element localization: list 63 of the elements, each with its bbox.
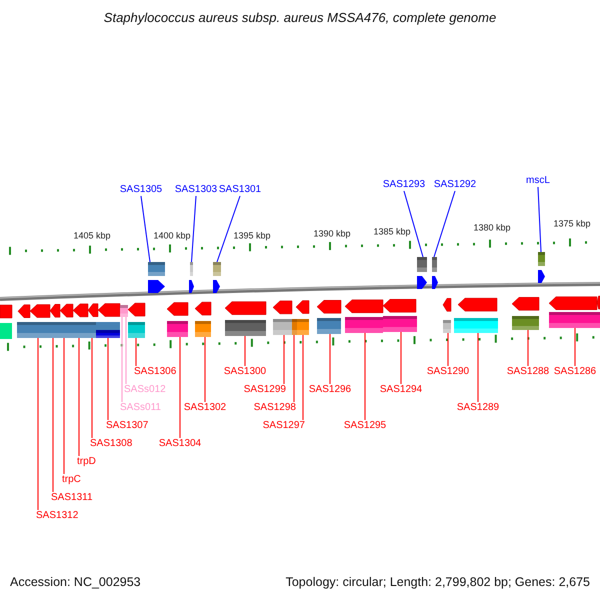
scale-label: 1395 kbp [233, 230, 271, 242]
gene-label: SAS1308 [90, 438, 132, 450]
gene-feature-bar [148, 262, 165, 276]
gene-feature-bar [292, 319, 297, 335]
gene-feature-bar [167, 321, 188, 337]
gene-feature-bar [317, 318, 341, 334]
footer-note: Accession: NC_002953 [10, 575, 141, 590]
gene-label: SAS1306 [134, 366, 176, 378]
gene-label: trpD [77, 456, 96, 468]
gene-feature-bar [84, 322, 96, 338]
gene-label: SAS1298 [254, 402, 296, 414]
gene-label: SAS1292 [434, 179, 476, 191]
gene-label: mscL [526, 175, 550, 187]
footer-note: Topology: circular; Length: 2,799,802 bp; Genes: 2,675 [286, 575, 590, 590]
gene-label: SASs011 [120, 402, 161, 414]
gene-label: trpC [62, 474, 81, 486]
gene-feature-bar [213, 262, 221, 276]
gene-label: SAS1294 [380, 384, 422, 396]
gene-feature-bar [195, 321, 211, 337]
gene-feature-bar [538, 252, 545, 266]
gene-feature-bar [124, 305, 128, 317]
gene-label: SAS1303 [174, 184, 218, 196]
gene-label: SAS1295 [344, 420, 386, 432]
gene-label: SAS1299 [244, 384, 286, 396]
gene-label: SAS1286 [554, 366, 596, 378]
gene-label: SAS1297 [262, 420, 305, 432]
gene-feature-bar [432, 257, 437, 272]
gene-label: SAS1301 [218, 184, 262, 196]
gene-label: SAS1296 [308, 384, 352, 396]
gene-feature-bar [443, 320, 451, 333]
gene-label: SAS1305 [120, 184, 162, 196]
gene-feature-bar [454, 318, 498, 333]
gene-label: SAS1300 [224, 366, 266, 378]
scale-label: 1385 kbp [373, 226, 411, 238]
gene-label: SASs012 [124, 384, 166, 396]
gene-feature-bar [345, 317, 383, 333]
gene-label: SAS1302 [184, 402, 226, 414]
scale-label: 1405 kbp [73, 230, 111, 242]
gene-feature-bar [96, 330, 120, 338]
title: Staphylococcus aureus subsp. aureus MSSA476, complete genome [104, 10, 496, 26]
gene-feature-bar [512, 316, 539, 330]
gene-feature-bar [417, 257, 427, 272]
gene-feature-bar [17, 322, 46, 338]
scale-label: 1375 kbp [553, 218, 591, 230]
gene-label: SAS1311 [51, 492, 93, 504]
scale-label: 1390 kbp [313, 228, 351, 240]
gene-label: SAS1289 [456, 402, 500, 414]
gene-label: SAS1290 [426, 366, 470, 378]
gene-label: SAS1288 [506, 366, 550, 378]
gene-feature-bar [120, 305, 124, 317]
scale-label: 1400 kbp [153, 230, 191, 242]
gene-feature-bar [297, 319, 309, 335]
scale-label: 1380 kbp [473, 222, 511, 234]
gene-feature-bar [128, 322, 145, 338]
gene-label: SAS1307 [106, 420, 148, 432]
gene-feature-bar [273, 319, 292, 335]
gene-feature-bar [383, 316, 417, 332]
gene-label: SAS1293 [382, 179, 426, 191]
gene-feature-bar [190, 262, 193, 276]
gene-label: SAS1312 [36, 510, 78, 522]
gene-feature-bar [225, 320, 266, 336]
gene-label: SAS1304 [158, 438, 202, 450]
gene-feature-bar [549, 312, 600, 328]
